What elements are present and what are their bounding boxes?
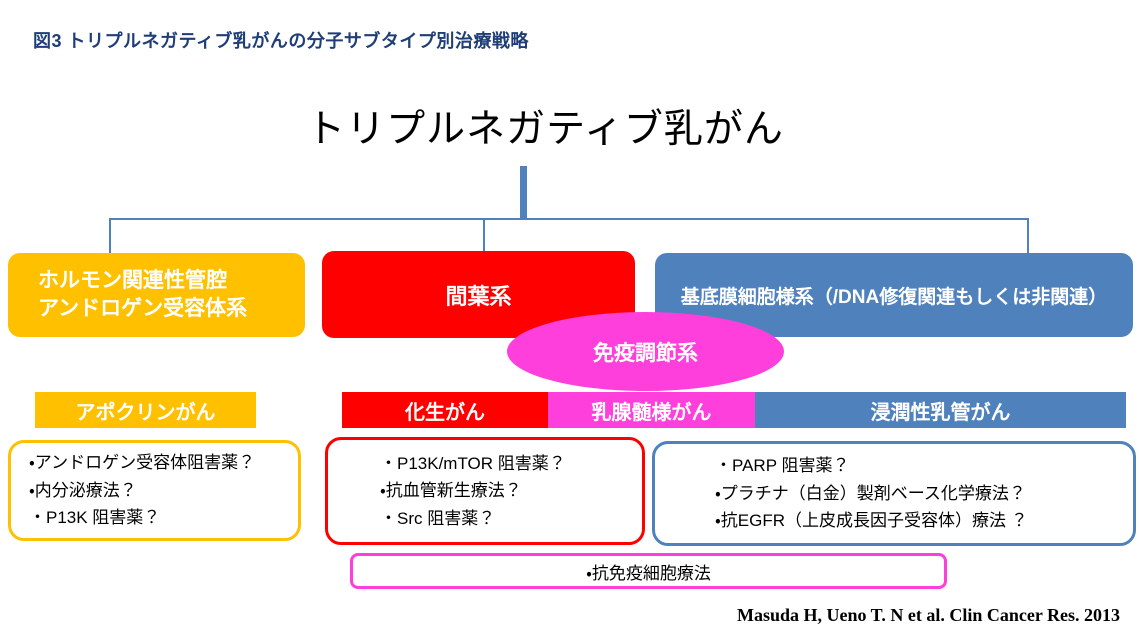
cancer-label-metaplastic: 化生がん [342, 392, 548, 428]
treatment-item: ・PARP 阻害薬？ [715, 456, 850, 476]
treatment-item: ・抗EGFR（上皮成長因子受容体）療法 ？ [715, 511, 1028, 531]
citation: Masuda H, Ueno T. N et al. Clin Cancer R… [736, 605, 1120, 625]
connector-drop-luminal [109, 219, 111, 254]
immune-therapy-label: ・抗免疫細胞療法 [586, 563, 711, 583]
treatment-item: ・プラチナ（白金）製剤ベース化学療法？ [715, 483, 1026, 503]
cancer-label-text: 乳腺髄様がん [591, 401, 712, 424]
cancer-label-text: 浸潤性乳管がん [870, 401, 1011, 424]
treatment-box-basal: ・PARP 阻害薬？ ・プラチナ（白金）製剤ベース化学療法？ ・抗EGFR（上皮… [652, 441, 1136, 546]
cancer-label-apocrine: アポクリンがん [35, 392, 256, 428]
treatment-item: ・抗血管新生療法？ [380, 481, 522, 501]
subtype-box-mesenchymal: 間葉系 [322, 251, 635, 338]
subtype-label: 間葉系 [445, 283, 512, 309]
connector-drop-basal [1027, 219, 1029, 254]
subtype-label: 基底膜細胞様系（/DNA修復関連もしくは非関連） [680, 286, 1108, 308]
treatment-item: ・P13K/mTOR 阻害薬？ [380, 453, 566, 473]
treatment-item: ・内分泌療法？ [29, 480, 137, 500]
cancer-label-medullary: 乳腺髄様がん [548, 392, 755, 428]
treatment-box-luminal: ・アンドロゲン受容体阻害薬？ ・内分泌療法？ ・P13K 阻害薬？ [8, 440, 301, 541]
cancer-label-invasive-ductal: 浸潤性乳管がん [755, 392, 1126, 428]
ellipse-label: 免疫調節系 [593, 341, 698, 365]
subtype-label: ホルモン関連性管腔 アンドロゲン受容体系 [38, 267, 247, 324]
figure-caption: 図3 トリプルネガティブ乳がんの分子サブタイプ別治療戦略 [33, 31, 529, 51]
treatment-item: ・アンドロゲン受容体阻害薬？ [29, 453, 256, 473]
diagram-root-title: トリプルネガティブ乳がん [306, 108, 784, 151]
cancer-label-text: アポクリンがん [75, 401, 216, 424]
connector-root-stem [520, 166, 527, 219]
subtype-label-line2: アンドロゲン受容体系 [38, 297, 248, 320]
cancer-label-text: 化生がん [405, 401, 485, 424]
connector-drop-mesenchymal [483, 219, 485, 251]
immune-modulatory-ellipse: 免疫調節系 [507, 312, 784, 391]
subtype-label-line1: ホルモン関連性管腔 [38, 268, 227, 292]
immune-therapy-box: ・抗免疫細胞療法 [350, 553, 947, 589]
subtype-box-hormone-luminal-androgen: ホルモン関連性管腔 アンドロゲン受容体系 [8, 253, 305, 337]
connector-horizontal-bar [109, 218, 1029, 220]
treatment-box-mesenchymal: ・P13K/mTOR 阻害薬？ ・抗血管新生療法？ ・Src 阻害薬？ [325, 437, 645, 545]
treatment-item: ・P13K 阻害薬？ [29, 508, 161, 528]
treatment-item: ・Src 阻害薬？ [380, 508, 496, 528]
